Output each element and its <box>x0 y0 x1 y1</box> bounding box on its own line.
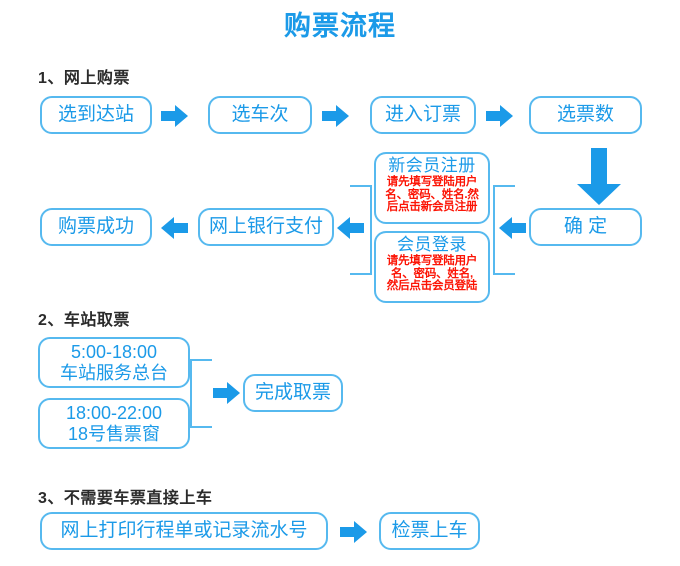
node-pickup-option-service-desk[interactable]: 5:00-18:00 车站服务总台 <box>38 337 190 388</box>
arrow-right-icon <box>213 381 241 405</box>
node-online-bank-payment[interactable]: 网上银行支付 <box>198 208 334 246</box>
arrow-right-icon <box>340 520 368 544</box>
node-pickup-complete[interactable]: 完成取票 <box>243 374 343 412</box>
arrow-right-icon <box>161 104 189 128</box>
section-heading-no-ticket-boarding: 3、不需要车票直接上车 <box>38 490 213 507</box>
node-enter-booking[interactable]: 进入订票 <box>370 96 476 134</box>
arrow-right-icon <box>322 104 350 128</box>
arrow-right-icon <box>486 104 514 128</box>
pickup-time: 5:00-18:00 <box>70 341 158 362</box>
arrow-down-icon <box>576 148 622 206</box>
node-select-ticket-count[interactable]: 选票数 <box>529 96 642 134</box>
node-new-member-register[interactable]: 新会员注册 请先填写登陆用户 名、密码、姓名.然 后点击新会员注册 <box>374 152 490 224</box>
node-print-itinerary[interactable]: 网上打印行程单或记录流水号 <box>40 512 328 550</box>
arrow-left-icon <box>160 216 188 240</box>
pickup-time: 18:00-22:00 <box>65 402 163 423</box>
node-member-login[interactable]: 会员登录 请先填写登陆用户 名、密码、姓名, 然后点击会员登陆 <box>374 231 490 303</box>
node-select-arrival-station[interactable]: 选到达站 <box>40 96 152 134</box>
bracket-connector-right <box>493 185 515 275</box>
section-heading-online-purchase: 1、网上购票 <box>38 70 130 87</box>
section-heading-station-pickup: 2、车站取票 <box>38 312 130 329</box>
arrow-left-icon <box>336 216 364 240</box>
combo-body: 请先填写登陆用户 名、密码、姓名.然 后点击新会员注册 <box>385 176 479 213</box>
combo-title: 会员登录 <box>397 235 467 254</box>
page-title: 购票流程 <box>284 11 396 41</box>
arrow-left-icon <box>498 216 526 240</box>
node-select-train[interactable]: 选车次 <box>208 96 312 134</box>
bracket-connector-left <box>350 185 372 275</box>
pickup-location: 18号售票窗 <box>67 423 161 444</box>
combo-body: 请先填写登陆用户 名、密码、姓名, 然后点击会员登陆 <box>386 255 478 292</box>
pickup-location: 车站服务总台 <box>60 362 168 383</box>
node-pickup-option-window18[interactable]: 18:00-22:00 18号售票窗 <box>38 398 190 449</box>
combo-title: 新会员注册 <box>388 156 476 175</box>
node-purchase-success[interactable]: 购票成功 <box>40 208 152 246</box>
bracket-connector-pickup <box>190 359 212 428</box>
node-check-ticket-board[interactable]: 检票上车 <box>379 512 480 550</box>
node-confirm[interactable]: 确 定 <box>529 208 642 246</box>
